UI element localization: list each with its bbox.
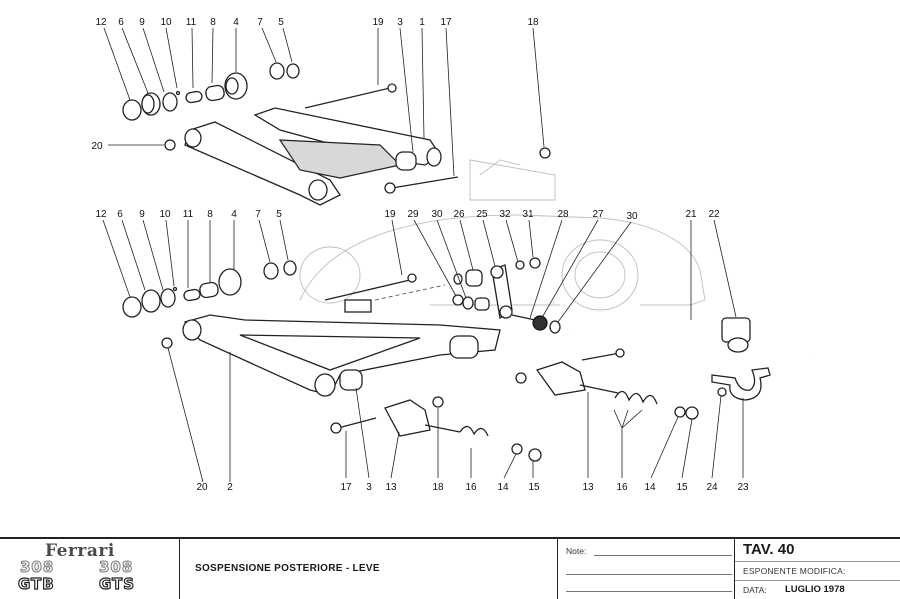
logo-cell: Ferrari 308 GTB 308 GTS — [0, 539, 180, 599]
notes-label: Note: — [566, 546, 587, 556]
callout-8: 8 — [207, 209, 213, 220]
callout-25: 25 — [476, 209, 488, 220]
callout-17: 17 — [440, 17, 452, 28]
callout-5: 5 — [276, 209, 282, 220]
model-variant-1: GTB — [17, 575, 55, 593]
callout-20: 20 — [196, 482, 208, 493]
callout-19: 19 — [372, 17, 384, 28]
callout-16: 16 — [465, 482, 477, 493]
exploded-parts-diagram: 12 6 9 10 11 8 4 7 5 19 3 1 17 18 20 12 … — [91, 17, 816, 493]
callout-3: 3 — [366, 482, 372, 493]
divider — [735, 561, 900, 562]
model-variant-2: GTS — [98, 575, 136, 593]
callout-4: 4 — [233, 17, 239, 28]
callouts-upper: 12 6 9 10 11 8 4 7 5 19 3 1 17 18 20 — [91, 17, 545, 177]
notes-line — [566, 574, 732, 575]
callout-27: 27 — [592, 209, 604, 220]
callout-18: 18 — [527, 17, 539, 28]
callout-30: 30 — [431, 209, 443, 220]
callout-3: 3 — [397, 17, 403, 28]
callout-6: 6 — [118, 17, 124, 28]
date-value: LUGLIO 1978 — [785, 584, 845, 595]
title-block: Ferrari 308 GTB 308 GTS SOSPENSIONE POST… — [0, 537, 900, 599]
ferrari-logo: Ferrari — [45, 541, 115, 561]
sheet-title: SOSPENSIONE POSTERIORE - LEVE — [195, 563, 380, 574]
callout-12: 12 — [95, 17, 107, 28]
plate-number: TAV. 40 — [743, 541, 795, 558]
callout-20: 20 — [91, 141, 103, 152]
date-label: DATA: — [743, 585, 767, 595]
callout-12: 12 — [95, 209, 107, 220]
callout-14b: 14 — [644, 482, 656, 493]
callout-4: 4 — [231, 209, 237, 220]
notes-cell: Note: — [557, 539, 735, 599]
callout-30b: 30 — [626, 211, 638, 222]
callout-22: 22 — [708, 209, 720, 220]
callout-11: 11 — [186, 17, 197, 28]
callout-17: 17 — [340, 482, 352, 493]
callout-31: 31 — [522, 209, 534, 220]
callout-2: 2 — [227, 482, 233, 493]
callout-15b: 15 — [676, 482, 688, 493]
callout-26: 26 — [453, 209, 465, 220]
callout-13: 13 — [385, 482, 397, 493]
notes-line — [594, 555, 732, 556]
callout-23: 23 — [737, 482, 749, 493]
callouts-lower: 12 6 9 10 11 8 4 7 5 19 29 30 26 25 32 3… — [95, 209, 749, 493]
plate-cell: TAV. 40 ESPONENTE MODIFICA: DATA: LUGLIO… — [735, 539, 900, 599]
callout-7: 7 — [255, 209, 261, 220]
callout-10: 10 — [160, 17, 172, 28]
callout-7: 7 — [257, 17, 263, 28]
callout-21: 21 — [685, 209, 697, 220]
callout-9: 9 — [139, 17, 145, 28]
callout-13b: 13 — [582, 482, 594, 493]
notes-line — [566, 591, 732, 592]
car-silhouette-ghost — [299, 159, 706, 311]
model-number-2: 308 — [98, 558, 134, 576]
callout-15: 15 — [528, 482, 540, 493]
title-cell: SOSPENSIONE POSTERIORE - LEVE — [180, 539, 557, 599]
callout-6: 6 — [117, 209, 123, 220]
revision-label: ESPONENTE MODIFICA: — [743, 566, 846, 576]
lower-arm-assembly — [122, 257, 816, 462]
callout-24: 24 — [706, 482, 718, 493]
callout-29: 29 — [407, 209, 419, 220]
callout-16b: 16 — [616, 482, 628, 493]
divider — [735, 580, 900, 581]
callout-18: 18 — [432, 482, 444, 493]
callout-11: 11 — [183, 209, 194, 220]
callout-5: 5 — [278, 17, 284, 28]
callout-32: 32 — [499, 209, 511, 220]
callout-1: 1 — [419, 17, 425, 28]
callout-9: 9 — [139, 209, 145, 220]
upper-arm-assembly — [122, 62, 551, 206]
callout-10: 10 — [159, 209, 171, 220]
model-number-1: 308 — [19, 558, 55, 576]
callout-14: 14 — [497, 482, 509, 493]
callout-28: 28 — [557, 209, 569, 220]
callout-8: 8 — [210, 17, 216, 28]
callout-19: 19 — [384, 209, 396, 220]
